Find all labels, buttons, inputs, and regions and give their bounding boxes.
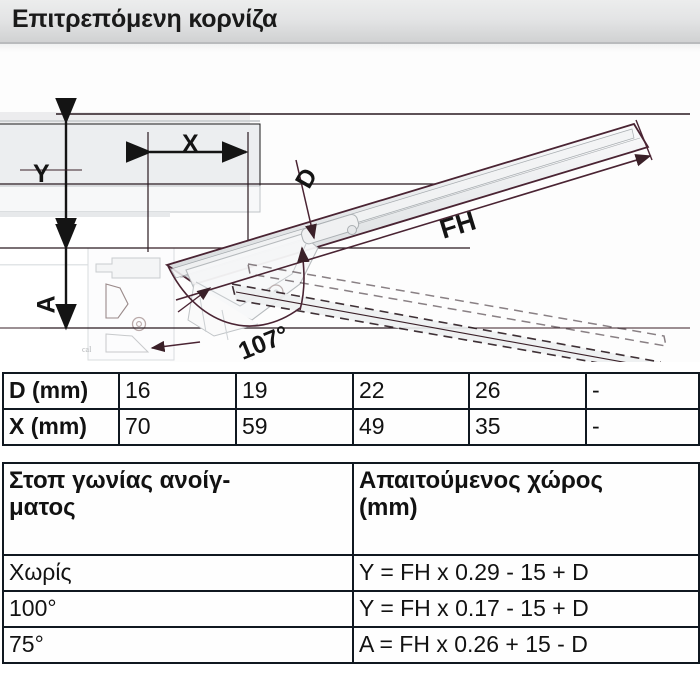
cell-x-3: 49 — [352, 408, 470, 446]
cabinet-body: cal — [0, 112, 261, 362]
table-row: X (mm) 70 59 49 35 - — [2, 408, 700, 446]
label-x: X — [182, 130, 199, 158]
header-required-space-line2: (mm) — [359, 493, 418, 521]
cell-d-1: 16 — [118, 372, 237, 410]
header-shadow — [0, 44, 700, 54]
door-panel-closed-dashed — [230, 263, 667, 362]
cell-formula-1: Y = FH x 0.29 - 15 + D — [352, 554, 700, 592]
header-band: Επιτρεπόμενη κορνίζα — [0, 0, 700, 44]
label-y: Y — [33, 160, 50, 188]
table-row: D (mm) 16 19 22 26 - — [2, 372, 700, 410]
table-header-row: Στοπ γωνίας ανοίγ- ματος Απαιτούμενος χώ… — [2, 462, 700, 556]
table-row: Χωρίς Y = FH x 0.29 - 15 + D — [2, 554, 700, 592]
header-divider — [0, 42, 700, 44]
dimension-d — [295, 159, 317, 240]
table-row: 75° A = FH x 0.26 + 15 - D — [2, 626, 700, 664]
required-space-table: Στοπ γωνίας ανοίγ- ματος Απαιτούμενος χώ… — [2, 462, 700, 664]
cell-x-2: 59 — [235, 408, 354, 446]
cell-x-5: - — [585, 408, 700, 446]
header-required-space-line1: Απαιτούμενος χώρος — [359, 467, 603, 494]
cell-d-4: 26 — [468, 372, 587, 410]
label-a: A — [32, 295, 61, 314]
diagram-svg: cal — [0, 98, 690, 362]
header-stop-angle-line1: Στοπ γωνίας ανοίγ- — [9, 467, 231, 494]
cell-d-3: 22 — [352, 372, 470, 410]
row-key-x: X (mm) — [2, 408, 120, 446]
cell-formula-2: Y = FH x 0.17 - 15 + D — [352, 590, 700, 628]
cell-x-1: 70 — [118, 408, 237, 446]
dimension-fh — [175, 119, 653, 301]
table-row: 100° Y = FH x 0.17 - 15 + D — [2, 590, 700, 628]
header-stop-angle-line2: ματος — [9, 493, 76, 521]
page-title: Επιτρεπόμενη κορνίζα — [12, 5, 278, 33]
dimension-y — [20, 98, 82, 245]
row-key-d: D (mm) — [2, 372, 120, 410]
cell-stop-3: 75° — [2, 626, 354, 664]
cell-stop-2: 100° — [2, 590, 354, 628]
angle-indicator — [150, 246, 310, 352]
cell-d-5: - — [585, 372, 700, 410]
cell-d-2: 19 — [235, 372, 354, 410]
cell-stop-1: Χωρίς — [2, 554, 354, 592]
header-required-space: Απαιτούμενος χώρος (mm) — [352, 462, 700, 556]
header-stop-angle: Στοπ γωνίας ανοίγ- ματος — [2, 462, 354, 556]
svg-text:cal: cal — [82, 345, 92, 354]
dimensions-table: D (mm) 16 19 22 26 - X (mm) 70 59 49 35 … — [2, 372, 700, 446]
cell-x-4: 35 — [468, 408, 587, 446]
technical-diagram: cal — [0, 52, 700, 362]
cell-formula-3: A = FH x 0.26 + 15 - D — [352, 626, 700, 664]
